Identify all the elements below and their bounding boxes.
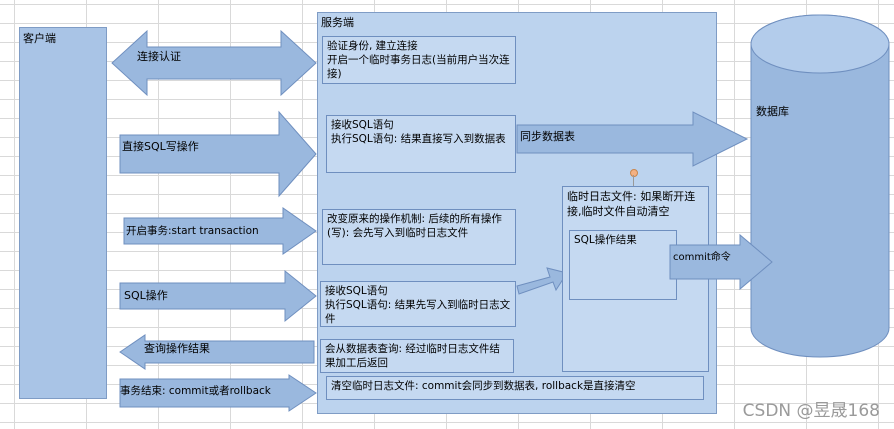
begin-transaction-arrow-label: 开启事务:start transaction (126, 225, 259, 237)
direct-write-arrow-label: 直接SQL写操作 (122, 140, 199, 153)
database-cylinder (750, 14, 890, 358)
sql-to-temp-log-arrow (516, 267, 568, 295)
auth-double-arrow (111, 29, 317, 97)
query-server-text: 会从数据表查询: 经过临时日志文件结果加工后返回 (320, 339, 514, 373)
sql-result-box: SQL操作结果 (569, 230, 677, 300)
sql-operation-arrow-label: SQL操作 (124, 289, 168, 302)
database-label: 数据库 (756, 105, 789, 118)
direct-write-server-text: 接收SQL语句 执行SQL语句: 结果直接写入到数据表 (326, 115, 516, 173)
sync-to-db-label: 同步数据表 (520, 130, 575, 143)
sql-operation-server-text: 接收SQL语句 执行SQL语句: 结果先写入到临时日志文件 (320, 281, 516, 327)
sync-to-db-arrow (516, 111, 749, 167)
temp-log-rotate-handle (630, 169, 638, 177)
direct-write-arrow (119, 110, 317, 198)
commit-command-label: commit命令 (673, 252, 731, 263)
begin-transaction-arrow (123, 207, 317, 255)
client-box: 客户端 (19, 27, 107, 399)
temp-log-title: 临时日志文件: 如果断开连接,临时文件自动清空 (567, 190, 696, 218)
auth-server-text: 验证身份, 建立连接 开启一个临时事务日志(当前用户当次连接) (322, 36, 516, 84)
end-transaction-arrow-label: 事务结束: commit或者rollback (120, 385, 271, 397)
sql-operation-arrow (119, 269, 317, 323)
query-result-arrow-label: 查询操作结果 (144, 342, 210, 355)
auth-arrow-label: 连接认证 (137, 50, 181, 63)
commit-to-db-arrow (669, 233, 773, 291)
query-result-arrow (119, 334, 315, 370)
csdn-watermark: CSDN @昱晟168 (742, 401, 880, 421)
client-label: 客户端 (23, 32, 56, 45)
begin-transaction-server-text: 改变原来的操作机制: 后续的所有操作(写): 会先写入到临时日志文件 (322, 209, 516, 265)
end-transaction-arrow (119, 374, 317, 412)
temp-log-handle-line (633, 175, 634, 186)
end-transaction-server-text: 清空临时日志文件: commit会同步到数据表, rollback是直接清空 (326, 376, 704, 400)
server-label: 服务端 (321, 16, 354, 29)
